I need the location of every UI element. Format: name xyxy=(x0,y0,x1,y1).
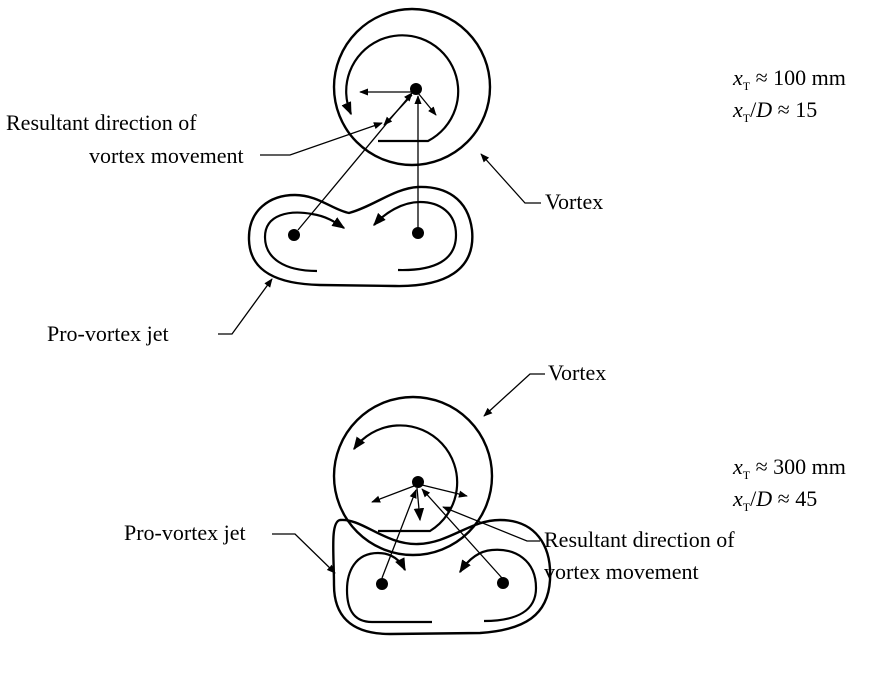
top-vortex-leader xyxy=(480,153,541,204)
top-resultant-label-line2: vortex movement xyxy=(89,143,244,168)
top-resultant-leader xyxy=(260,122,383,156)
bottom-vortex xyxy=(332,395,494,557)
top-vortex-core xyxy=(410,83,422,95)
bottom-jet-leader xyxy=(272,533,336,574)
top-resultant-vector xyxy=(383,94,413,126)
bottom-jet-right-core xyxy=(497,577,509,589)
bottom-vector-left xyxy=(371,485,415,503)
top-jet-right-spiral xyxy=(373,200,458,272)
top-vortex-label: Vortex xyxy=(545,189,603,214)
top-vortex xyxy=(332,7,492,167)
bottom-vortex-ring xyxy=(332,395,494,557)
bottom-resultant-leader xyxy=(442,506,540,542)
top-vectors xyxy=(297,83,437,231)
bottom-vortex-leader xyxy=(483,373,545,417)
top-jet-left-spiral xyxy=(263,211,346,273)
bottom-vectors xyxy=(371,476,503,579)
bottom-vector-right xyxy=(421,484,468,498)
top-jet-right-core xyxy=(412,227,424,239)
top-jet-leader xyxy=(218,278,273,335)
bottom-vortex-core xyxy=(412,476,424,488)
top-jet-outline xyxy=(247,185,474,288)
top-jet-left-core xyxy=(288,229,300,241)
top-param-ratio: xT/D ≈ 15 xyxy=(732,97,817,125)
top-vector-right xyxy=(417,92,437,116)
bottom-jet-outline xyxy=(332,518,552,636)
top-resultant-label-line1: Resultant direction of xyxy=(6,110,197,135)
top-param-distance: xT ≈ 100 mm xyxy=(732,65,846,93)
bottom-vector-from-right-jet xyxy=(421,488,503,579)
bottom-param-distance: xT ≈ 300 mm xyxy=(732,454,846,482)
bottom-vortex-spiral xyxy=(353,424,459,533)
bottom-param-ratio: xT/D ≈ 45 xyxy=(732,486,817,514)
bottom-vortex-label: Vortex xyxy=(548,360,606,385)
bottom-jet-left-core xyxy=(376,578,388,590)
bottom-jet-left-spiral xyxy=(345,551,432,624)
bottom-resultant-vector xyxy=(413,487,425,522)
bottom-vector-from-left-jet xyxy=(381,489,417,579)
bottom-resultant-label-line1: Resultant direction of xyxy=(544,527,735,552)
bottom-resultant-label-line2: vortex movement xyxy=(544,559,699,584)
bottom-panel: Vortex Pro-vortex jet Resultant directio… xyxy=(124,360,846,636)
bottom-jet-right-spiral xyxy=(459,548,538,623)
bottom-jet-label: Pro-vortex jet xyxy=(124,520,246,545)
bottom-jet xyxy=(332,518,552,636)
top-vortex-spiral xyxy=(341,34,460,143)
top-panel: Resultant direction of vortex movement V… xyxy=(6,7,846,346)
top-jet xyxy=(247,185,474,288)
top-vortex-ring xyxy=(332,7,492,167)
top-jet-label: Pro-vortex jet xyxy=(47,321,169,346)
